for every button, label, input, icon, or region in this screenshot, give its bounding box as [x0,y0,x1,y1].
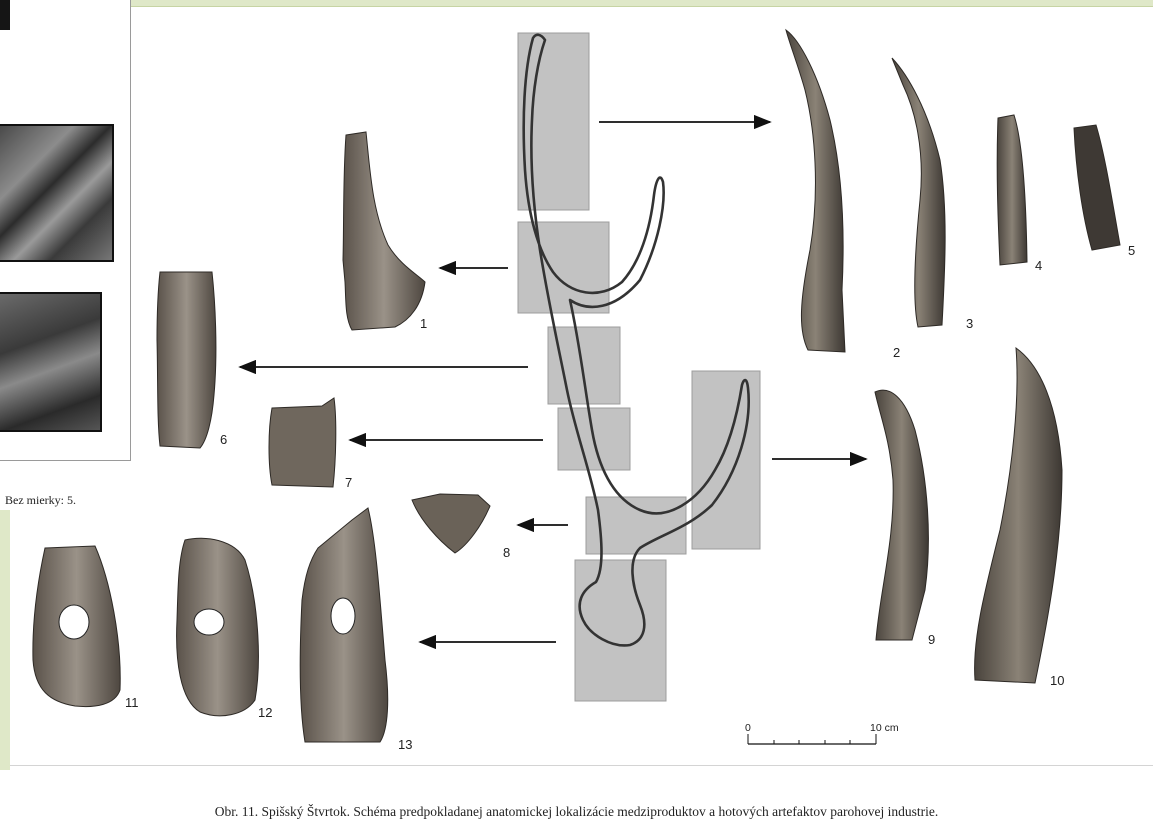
label-11: 11 [125,695,139,710]
hole-13 [331,598,355,634]
hole-12 [194,609,224,635]
label-3: 3 [966,316,973,331]
label-4: 4 [1035,258,1042,273]
box-beam-mid [548,327,620,404]
artefact-1 [343,132,425,330]
label-9: 9 [928,632,935,647]
artefact-6 [157,272,216,448]
label-2: 2 [893,345,900,360]
scale-end-label: 10 cm [870,722,899,734]
artefact-7 [269,398,336,487]
label-8: 8 [503,545,510,560]
box-tine-1 [518,222,609,313]
artefact-5 [1074,125,1120,250]
scale-start-label: 0 [745,722,751,734]
scale-bar: 0 10 cm [745,722,899,744]
label-1: 1 [420,316,427,331]
artefact-2 [786,30,845,352]
artefact-9 [875,390,928,640]
figure-caption: Obr. 11. Spišský Štvrtok. Schéma predpok… [0,804,1153,820]
artefact-3 [892,58,945,327]
artefact-8 [412,494,490,553]
antler-schema-figure: 1 2 3 4 5 6 7 8 9 10 11 12 13 0 10 cm [0,0,1153,800]
label-6: 6 [220,432,227,447]
label-12: 12 [258,705,272,720]
label-10: 10 [1050,673,1064,688]
label-5: 5 [1128,243,1135,258]
label-7: 7 [345,475,352,490]
label-13: 13 [398,737,412,752]
artefact-4 [997,115,1027,265]
hole-11 [59,605,89,639]
artefact-10 [975,348,1062,683]
caption-divider [10,765,1153,766]
